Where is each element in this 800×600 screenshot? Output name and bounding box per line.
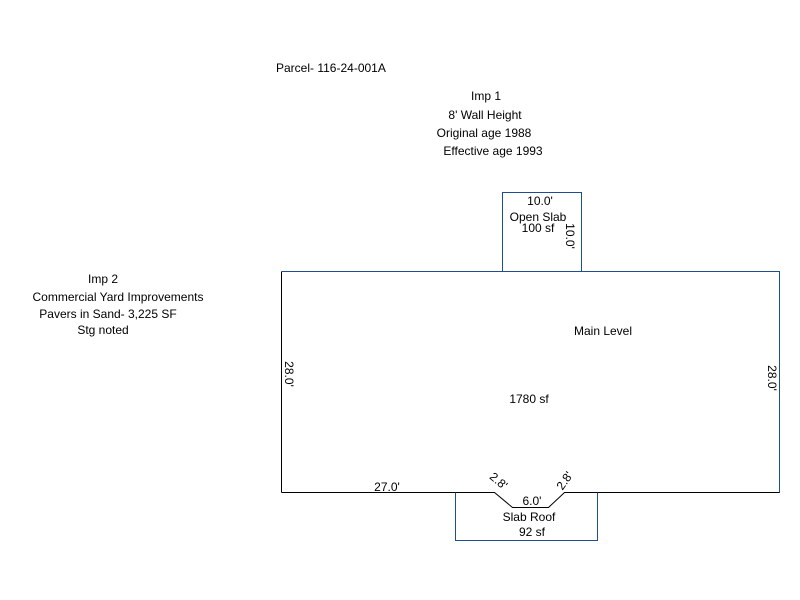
open-slab-name: Open Slab	[510, 210, 567, 224]
imp2-pavers: Pavers in Sand- 3,225 SF	[39, 307, 176, 321]
imp2-storage-note: Stg noted	[77, 323, 128, 337]
imp1-wall-height: 8' Wall Height	[448, 108, 522, 122]
imp1-title: Imp 1	[471, 89, 501, 103]
imp2-title: Imp 2	[88, 272, 118, 286]
slab-roof-top-dimension: 6.0'	[523, 494, 542, 508]
slab-roof-right-angle-dimension: 2.8'	[554, 469, 576, 493]
imp1-original-age: Original age 1988	[437, 126, 532, 140]
open-slab-top-dimension: 10.0'	[527, 194, 553, 208]
open-slab-side-dimension: 10.0'	[563, 223, 577, 249]
slab-roof-left-angle-dimension: 2.8'	[487, 469, 511, 492]
main-level-area: 1780 sf	[509, 392, 549, 406]
main-level-name: Main Level	[574, 324, 632, 338]
parcel-label: Parcel- 116-24-001A	[276, 61, 386, 75]
main-level-left-dimension: 28.0'	[282, 361, 296, 387]
main-level-outline	[281, 271, 780, 493]
open-slab-area: 100 sf	[522, 221, 555, 235]
imp1-effective-age: Effective age 1993	[443, 144, 543, 158]
slab-roof-area: 92 sf	[519, 525, 546, 539]
slab-roof-outline	[455, 492, 598, 541]
imp2-description: Commercial Yard Improvements	[33, 290, 204, 304]
main-level-bottom-dimension: 27.0'	[374, 480, 400, 494]
slab-roof-notch-outline	[455, 492, 599, 508]
main-level-right-dimension: 28.0'	[765, 365, 779, 391]
slab-roof-name: Slab Roof	[503, 510, 556, 524]
